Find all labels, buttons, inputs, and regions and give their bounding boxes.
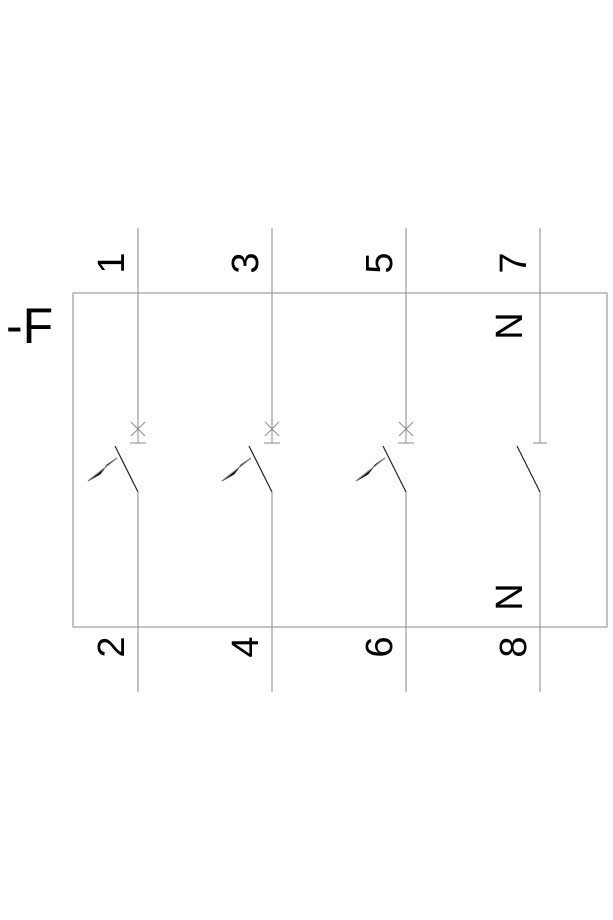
pole-3-switch-blade [382, 445, 407, 493]
terminal-6: 6 [359, 636, 401, 657]
pole-2: 3 4 [221, 228, 280, 692]
terminal-2: 2 [91, 636, 133, 657]
terminal-7: 7 [493, 252, 535, 273]
pole-1-switch-blade [114, 445, 139, 493]
neutral-marker-top: N [489, 312, 531, 339]
device-designation: -F [6, 298, 53, 354]
terminal-4: 4 [225, 636, 267, 657]
terminal-8: 8 [493, 636, 535, 657]
pole-1: 1 2 [87, 228, 146, 692]
pole-3: 5 6 [355, 228, 414, 692]
pole-4-switch-blade [516, 445, 541, 493]
terminal-5: 5 [359, 252, 401, 273]
terminal-3: 3 [225, 252, 267, 273]
neutral-marker-bottom: N [489, 583, 531, 610]
pole-2-trip-cross [264, 421, 280, 444]
terminal-1: 1 [91, 252, 133, 273]
pole-4-neutral: 7 8 N N [489, 228, 547, 692]
pole-3-trip-cross [398, 421, 414, 444]
device-enclosure [72, 292, 608, 628]
pole-1-trip-cross [130, 421, 146, 444]
pole-2-switch-blade [248, 445, 273, 493]
